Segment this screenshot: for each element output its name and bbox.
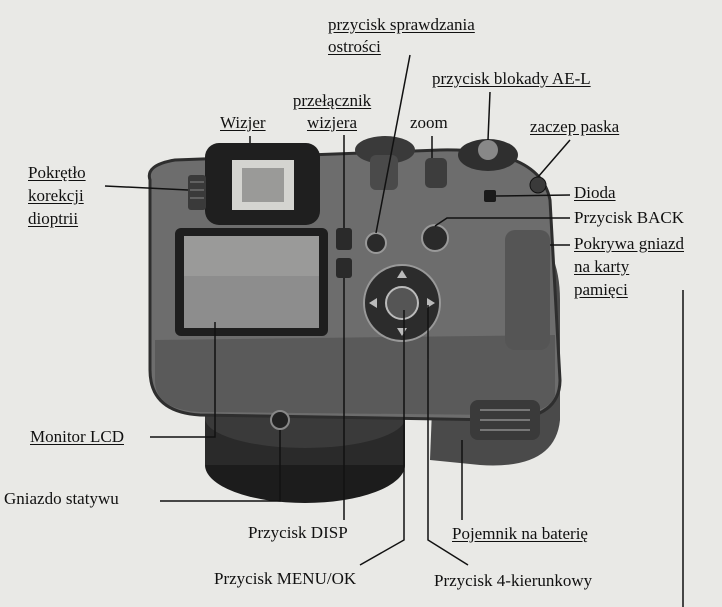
label-diopter-line2: korekcji — [28, 186, 84, 205]
label-lcd: Monitor LCD — [30, 427, 124, 446]
label-focus-check-line1: przycisk sprawdzania — [328, 15, 475, 34]
focus-check-button — [365, 232, 387, 254]
label-diode: Dioda — [574, 183, 616, 202]
label-diopter-line1: Pokrętło — [28, 163, 86, 182]
card-cover — [505, 230, 550, 350]
label-viewfinder: Wizjer — [220, 113, 266, 132]
label-focus-check-line2: ostrości — [328, 37, 381, 56]
label-tripod: Gniazdo statywu — [4, 489, 119, 508]
label-four-way: Przycisk 4-kierunkowy — [434, 571, 593, 590]
disp-button-shape — [336, 258, 352, 278]
label-strap-lug: zaczep paska — [530, 117, 620, 136]
label-viewfinder-switch-line1: przełącznik — [292, 91, 372, 110]
label-zoom: zoom — [410, 113, 448, 132]
diopter-wheel — [188, 175, 206, 210]
label-card-cover-line1: Pokrywa gniazd — [574, 234, 685, 253]
zoom-ring — [355, 136, 447, 190]
label-back: Przycisk BACK — [574, 208, 685, 227]
battery-compartment — [470, 400, 540, 440]
leader-lines — [104, 54, 684, 607]
diode — [484, 190, 496, 202]
label-viewfinder-switch-line2: wizjera — [306, 113, 358, 132]
strap-lug — [529, 176, 547, 194]
viewfinder-switch — [336, 228, 352, 250]
four-way-pad — [363, 264, 441, 342]
label-diopter-line3: dioptrii — [28, 209, 79, 228]
mode-dial — [458, 139, 518, 171]
label-card-cover-line3: pamięci — [574, 280, 628, 299]
viewfinder — [205, 143, 320, 225]
label-menu-ok: Przycisk MENU/OK — [214, 569, 357, 588]
lcd-monitor — [175, 228, 328, 336]
label-ae-lock: przycisk blokady AE-L — [432, 69, 591, 88]
label-battery: Pojemnik na baterię — [452, 524, 588, 543]
label-disp: Przycisk DISP — [248, 523, 348, 542]
tripod-socket — [270, 410, 290, 430]
back-button — [421, 224, 449, 252]
label-card-cover-line2: na karty — [574, 257, 630, 276]
